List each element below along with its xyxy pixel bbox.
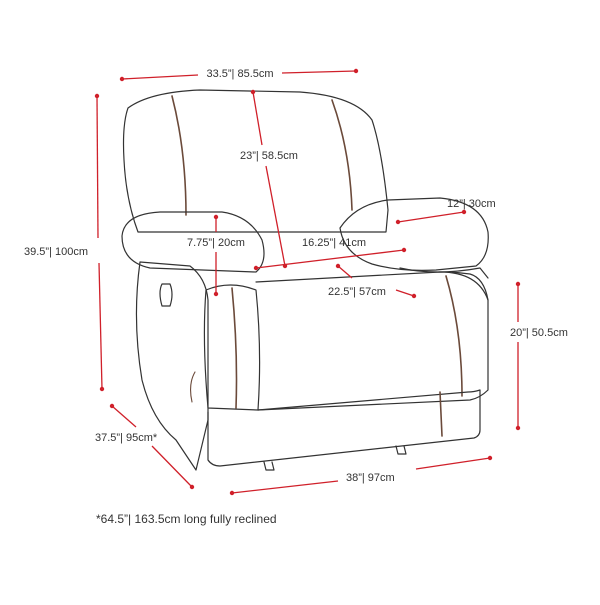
- seat-depth-label: 22.5”| 57cm: [328, 286, 386, 298]
- width-top-line: [119, 68, 359, 82]
- depth-label: 37.5”| 95cm*: [95, 432, 158, 444]
- seat-height-label: 20”| 50.5cm: [510, 327, 568, 339]
- arm-height-label: 7.75”| 20cm: [187, 237, 245, 249]
- arm-height-line: [213, 214, 219, 297]
- total-height-label: 39.5”| 100cm: [24, 246, 88, 258]
- arm-width-line: [395, 209, 467, 225]
- back-height-label: 23”| 58.5cm: [240, 150, 298, 162]
- dimension-lines: [94, 68, 521, 496]
- footnote: *64.5”| 163.5cm long fully reclined: [96, 512, 277, 526]
- width-bottom-label: 38”| 97cm: [346, 472, 395, 484]
- width-bottom-line: [229, 455, 493, 496]
- recline-lever-icon: [159, 283, 173, 307]
- depth-line: [109, 403, 195, 490]
- seat-width-label: 16.25”| 41cm: [302, 237, 366, 249]
- seat-height-line: [515, 281, 521, 431]
- recliner-chair-drawing: [121, 89, 489, 471]
- arm-width-label: 12”| 30cm: [447, 198, 496, 210]
- seat-depth-line: [335, 263, 417, 299]
- back-height-line: [250, 89, 288, 269]
- seat-width-line: [253, 247, 407, 271]
- total-height-line: [94, 93, 105, 392]
- width-top-label: 33.5”| 85.5cm: [206, 68, 273, 80]
- dimension-labels: 33.5”| 85.5cm 23”| 58.5cm 12”| 30cm 39.5…: [24, 68, 568, 526]
